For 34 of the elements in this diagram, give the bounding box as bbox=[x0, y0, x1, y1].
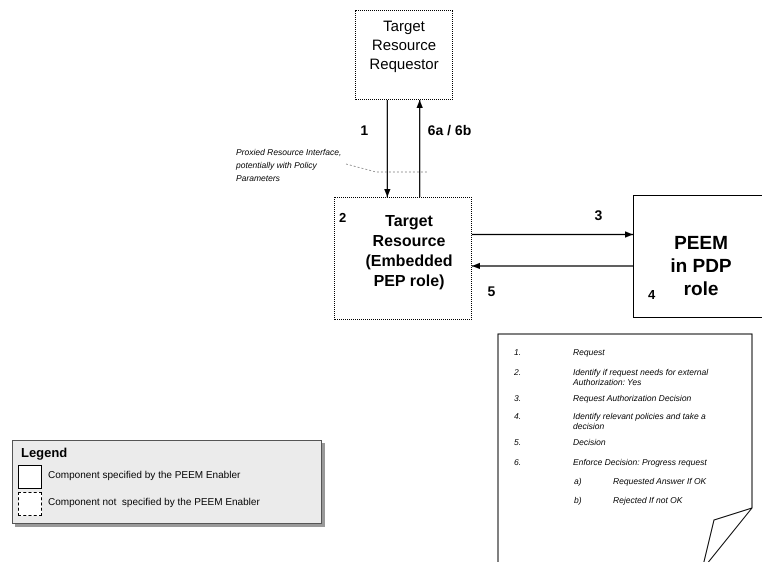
step-number: 4 bbox=[648, 287, 656, 302]
list-marker: 3. bbox=[514, 393, 522, 403]
legend-text: Component specified by the PEEM Enabler bbox=[48, 470, 240, 481]
list-item: Requested Answer If OK bbox=[613, 476, 708, 486]
list-marker: 4. bbox=[514, 411, 522, 421]
list-marker: 5. bbox=[514, 437, 522, 447]
list-item: Request Authorization Decision bbox=[573, 393, 692, 403]
list-item: Identify if request needs for external Authorization: Yes bbox=[573, 367, 710, 387]
arrow bbox=[416, 100, 423, 197]
edge-label: 6a / 6b bbox=[428, 122, 472, 138]
legend-text: Component not specified by the PEEM Enabler bbox=[48, 497, 260, 508]
component-box bbox=[633, 195, 762, 318]
node-label: Target Resource Requestor bbox=[368, 17, 440, 74]
list-marker: 1. bbox=[514, 347, 522, 357]
list-item: Identify relevant policies and take a decision bbox=[573, 411, 707, 431]
arrow bbox=[472, 231, 633, 238]
list-marker: 6. bbox=[514, 457, 522, 467]
list-marker: 2. bbox=[514, 367, 522, 377]
list-item: Request bbox=[573, 347, 606, 357]
list-marker: a) bbox=[574, 476, 582, 486]
annotation-text: Proxied Resource Interface, potentially with Policy Parameters bbox=[236, 146, 342, 185]
arrow bbox=[472, 262, 633, 270]
node-label: PEEM in PDP role bbox=[669, 232, 733, 301]
list-marker: b) bbox=[574, 495, 582, 505]
legend-title: Legend bbox=[21, 445, 68, 460]
node-label: Target Resource (Embedded PEP role) bbox=[364, 212, 454, 292]
list-item: Rejected If not OK bbox=[613, 495, 684, 505]
component-box bbox=[334, 197, 472, 320]
list-item: Decision bbox=[573, 437, 607, 447]
list-item: Enforce Decision: Progress request bbox=[573, 457, 708, 467]
arrow bbox=[384, 100, 391, 197]
leader-line bbox=[346, 164, 428, 172]
step-number: 2 bbox=[339, 210, 346, 225]
component-box bbox=[355, 10, 453, 100]
